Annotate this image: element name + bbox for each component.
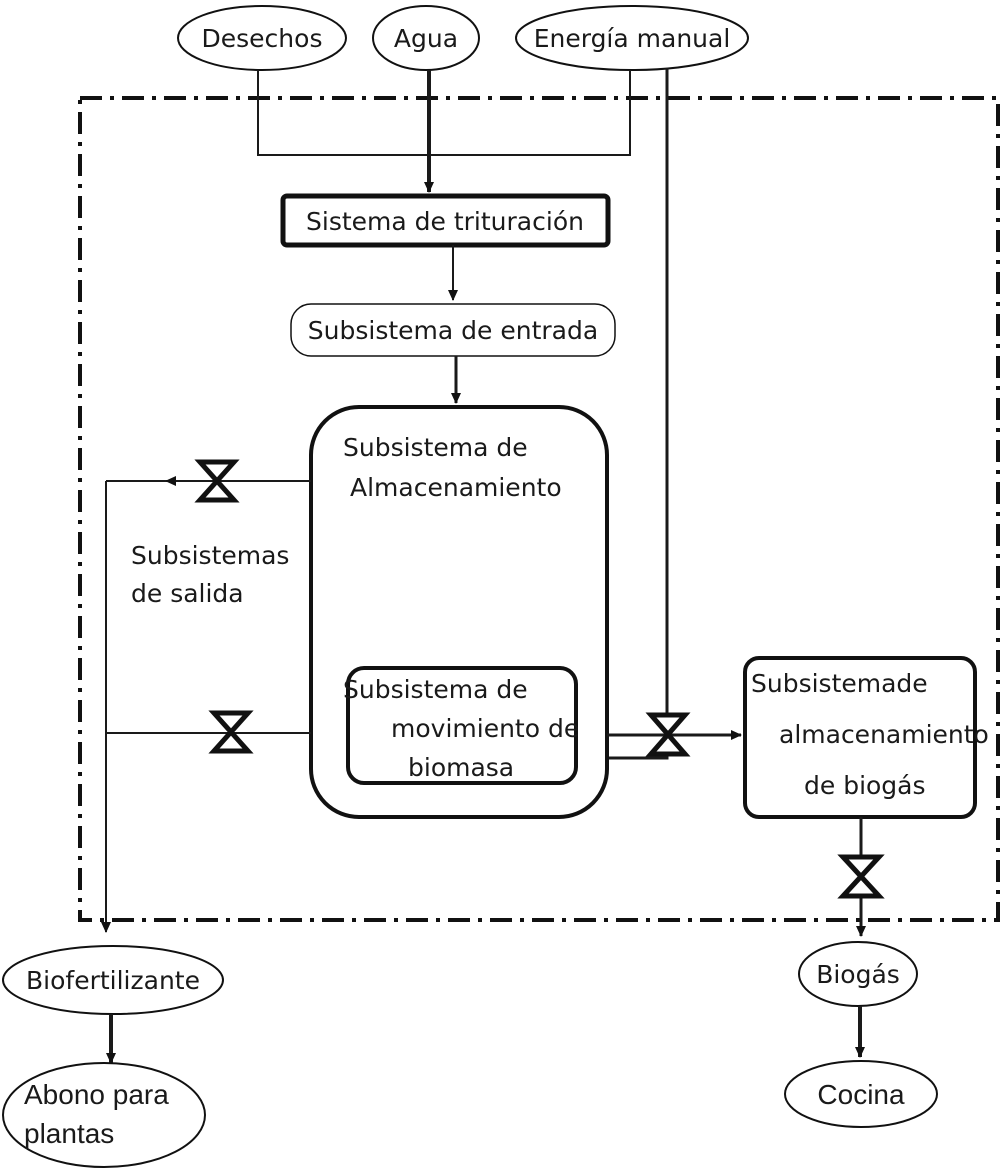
energia-arrow	[581, 68, 669, 763]
almacenamiento-label-line1: Subsistema de	[343, 433, 528, 462]
output-abono: Abono para plantas	[2, 1062, 206, 1168]
input-energia-manual: Energía manual	[515, 5, 749, 71]
movimiento-label-line3: biomasa	[408, 753, 514, 782]
salida-label-line2: de salida	[131, 579, 244, 608]
biogas-label: Biogás	[816, 960, 900, 989]
abono-label-line1: Abono para	[24, 1079, 169, 1110]
biogas-storage-label-line3: de biogás	[804, 771, 926, 800]
biofertilizante-label: Biofertilizante	[26, 966, 200, 995]
input-desechos: Desechos	[177, 5, 347, 71]
cocina-label: Cocina	[817, 1079, 905, 1110]
abono-label-line2: plantas	[24, 1118, 114, 1149]
system-boundary	[78, 96, 1000, 922]
output-cocina: Cocina	[784, 1060, 938, 1128]
almacenamiento-label-line2: Almacenamiento	[350, 473, 562, 502]
movimiento-label-line1: Subsistema de	[343, 675, 528, 704]
salida-label-line1: Subsistemas	[131, 541, 289, 570]
valve-bottom-output	[208, 710, 254, 754]
block-biogas-storage: Subsistemade almacenamiento de biogás	[743, 656, 989, 819]
movimiento-label-line2: movimiento de	[391, 714, 579, 743]
input-agua: Agua	[372, 5, 480, 71]
block-movimiento-biomasa: Subsistema de movimiento de biomasa	[343, 666, 579, 785]
trituracion-label: Sistema de trituración	[306, 207, 584, 236]
block-entrada: Subsistema de entrada	[290, 303, 616, 357]
desechos-connector	[257, 70, 631, 156]
valve-top-output	[194, 459, 240, 503]
output-biofertilizante: Biofertilizante	[2, 945, 224, 1015]
output-biogas: Biogás	[798, 941, 918, 1007]
input-energia-label: Energía manual	[534, 24, 731, 53]
input-agua-label: Agua	[394, 24, 458, 53]
entrada-label: Subsistema de entrada	[308, 316, 598, 345]
biogas-storage-label-line2: almacenamiento	[779, 720, 989, 749]
biogas-storage-label-line1: Subsistemade	[751, 669, 928, 698]
block-trituracion: Sistema de trituración	[280, 193, 611, 248]
valve-biogas	[645, 712, 691, 757]
valve-biogas-output	[837, 854, 885, 899]
input-desechos-label: Desechos	[202, 24, 323, 53]
